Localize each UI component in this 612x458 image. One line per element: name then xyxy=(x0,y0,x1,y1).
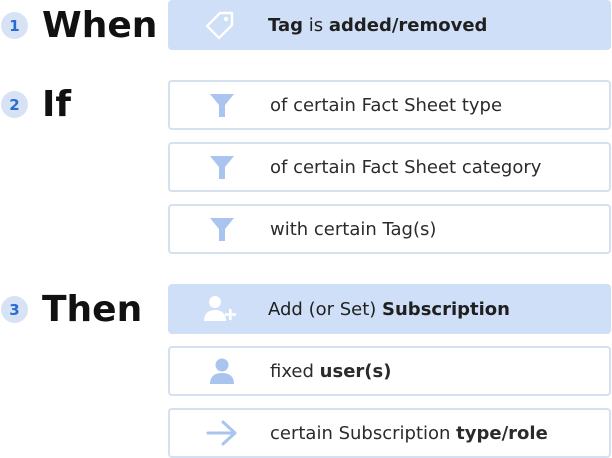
step-label-if: If xyxy=(42,84,72,125)
when-trigger-text: Tag is added/removed xyxy=(268,14,488,36)
then-action-text: fixed user(s) xyxy=(270,360,392,382)
step-number-badge: 2 xyxy=(1,91,28,118)
then-action-text: Add (or Set) Subscription xyxy=(268,298,510,320)
user-icon xyxy=(204,353,240,389)
if-condition-text: of certain Fact Sheet category xyxy=(270,156,542,178)
filter-icon xyxy=(204,87,240,123)
if-condition-box[interactable]: of certain Fact Sheet category xyxy=(168,142,611,192)
tag-icon xyxy=(202,7,238,43)
if-condition-text: with certain Tag(s) xyxy=(270,218,437,240)
step-label-when: When xyxy=(42,5,158,46)
then-action-text: certain Subscription type/role xyxy=(270,422,548,444)
step-number-badge: 1 xyxy=(1,12,28,39)
then-action-box[interactable]: Add (or Set) Subscription xyxy=(168,284,611,334)
filter-icon xyxy=(204,149,240,185)
if-condition-box[interactable]: with certain Tag(s) xyxy=(168,204,611,254)
then-action-box[interactable]: fixed user(s) xyxy=(168,346,611,396)
arrow-right-icon xyxy=(204,415,240,451)
add-user-icon xyxy=(202,291,238,327)
step-number-badge: 3 xyxy=(1,296,28,323)
when-trigger-box[interactable]: Tag is added/removed xyxy=(168,0,611,50)
if-condition-text: of certain Fact Sheet type xyxy=(270,94,503,116)
filter-icon xyxy=(204,211,240,247)
if-condition-box[interactable]: of certain Fact Sheet type xyxy=(168,80,611,130)
then-action-box[interactable]: certain Subscription type/role xyxy=(168,408,611,458)
step-label-then: Then xyxy=(42,289,143,330)
